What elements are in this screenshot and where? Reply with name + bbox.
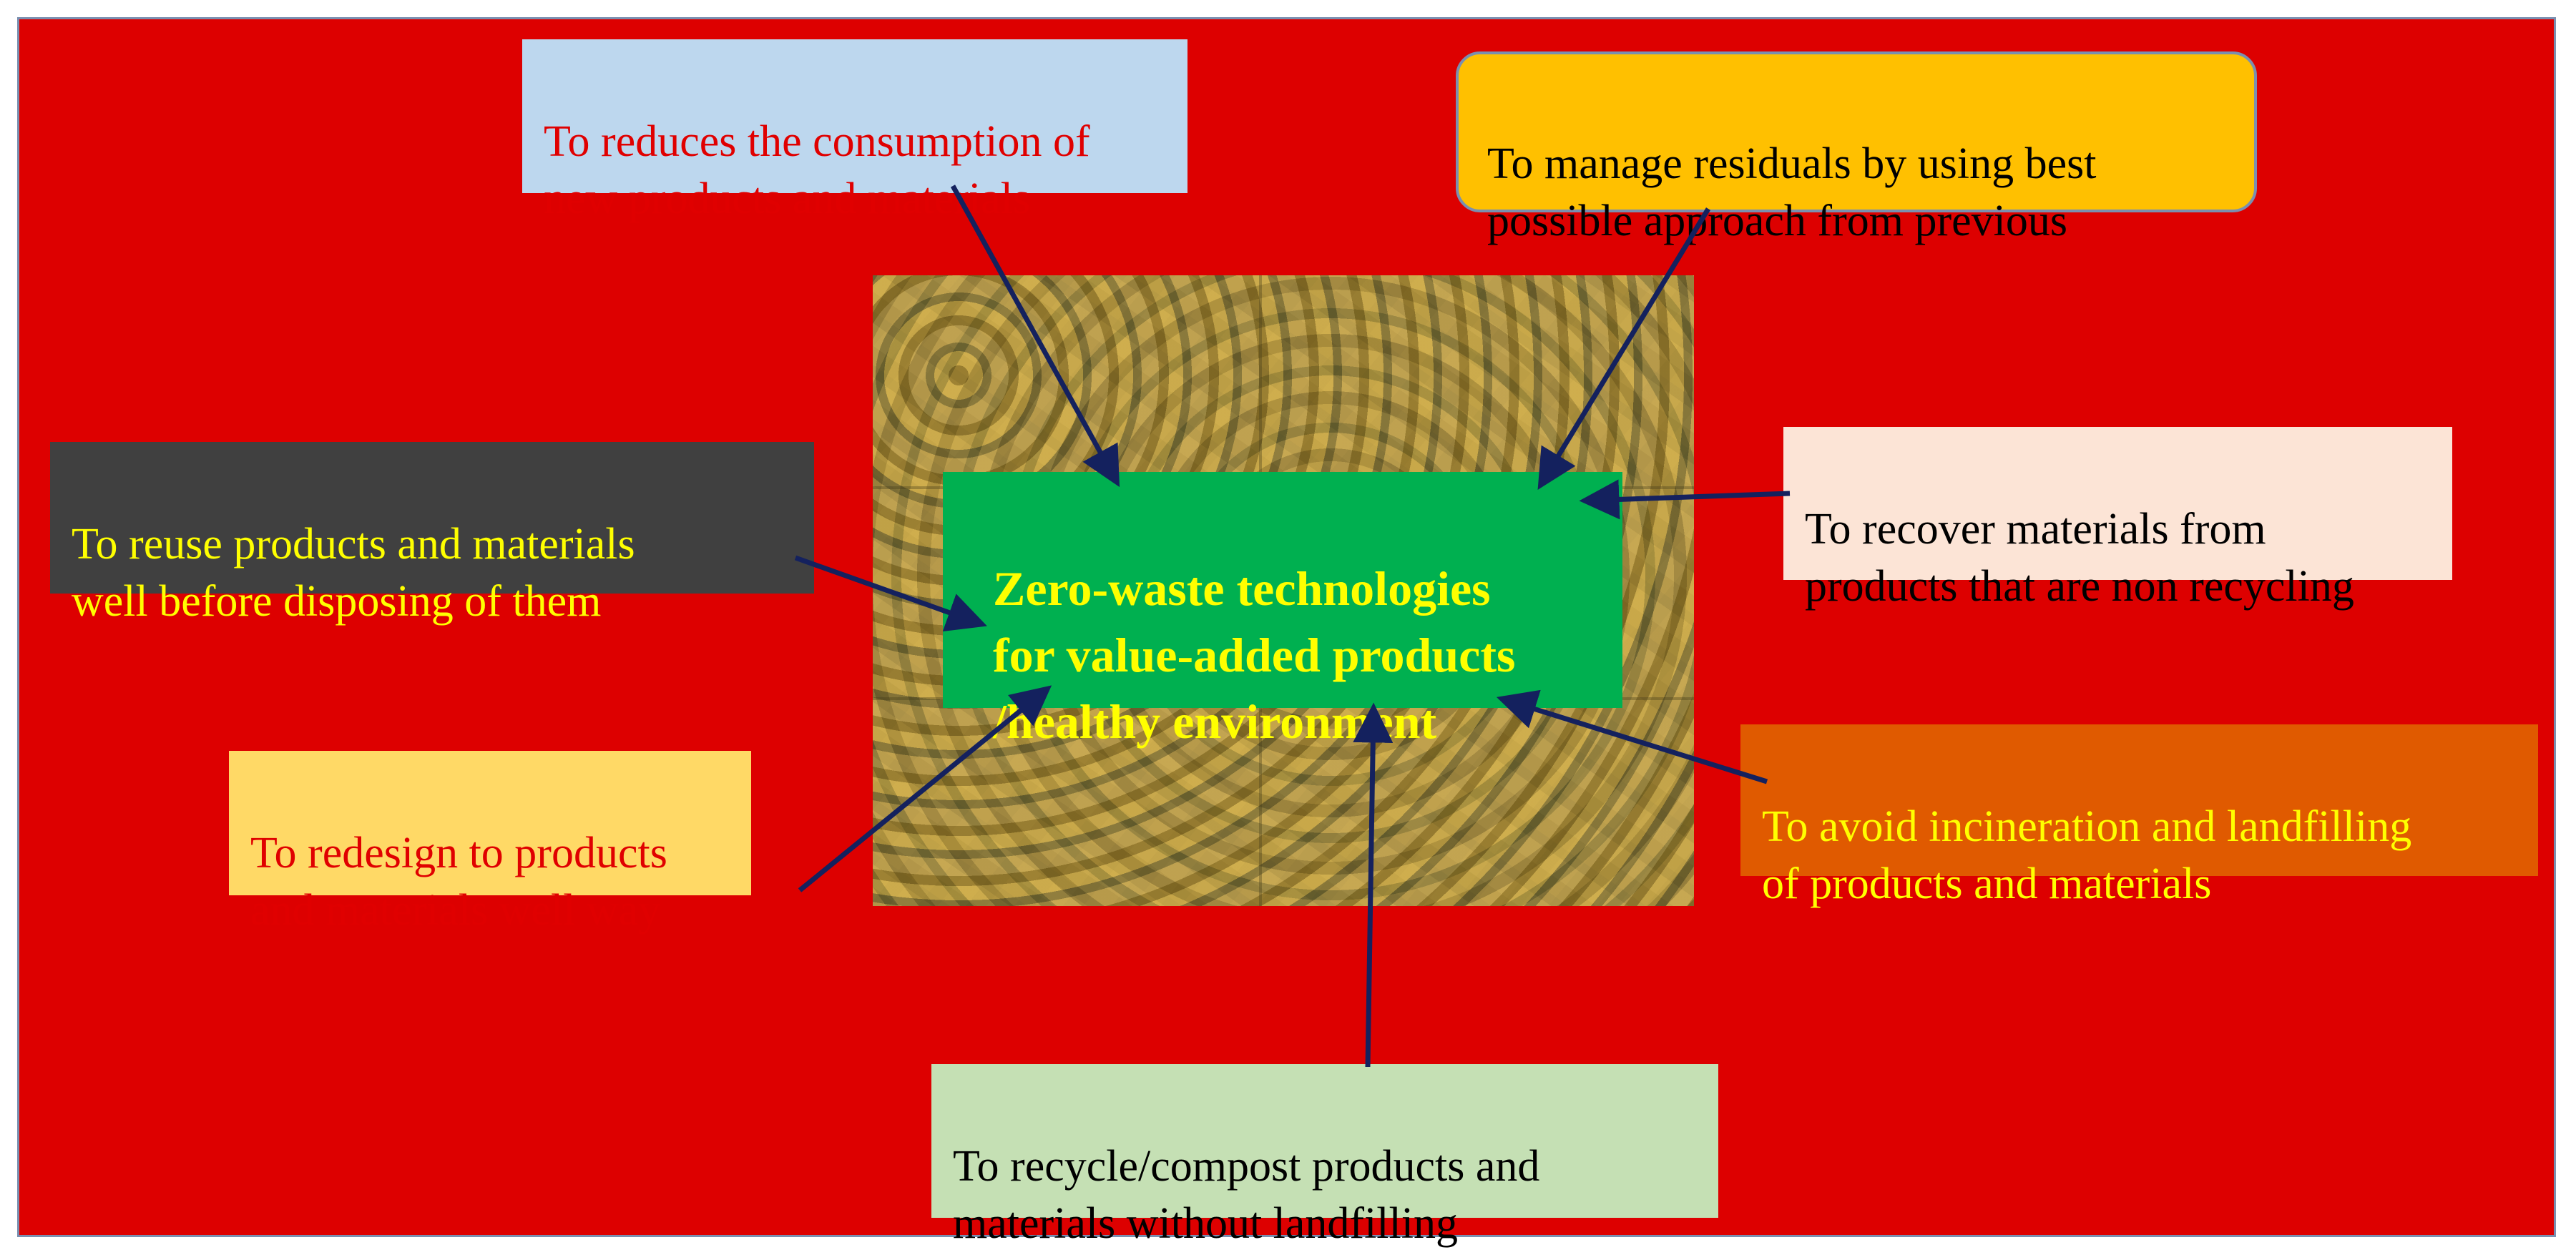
recover-materials-box: To recover materials from products that … [1783,427,2452,611]
reduce-consumption-text: To reduces the consumption of new produc… [544,117,1090,224]
reduce-consumption-box: To reduces the consumption of new produc… [522,39,1187,223]
zero-waste-center-text: Zero-waste technologies for value-added … [993,561,1516,749]
avoid-incineration-text: To avoid incineration and landfilling of… [1762,802,2412,909]
recycle-compost-text: To recycle/compost products and material… [953,1141,1540,1249]
recover-materials-text: To recover materials from products that … [1805,504,2354,611]
redesign-products-text: To redesign to products and materials we… [250,828,667,935]
avoid-incineration-box: To avoid incineration and landfilling of… [1740,724,2538,908]
redesign-products-box: To redesign to products and materials we… [229,751,751,935]
manage-residuals-box: To manage residuals by using best possib… [1456,51,2257,245]
reuse-products-text: To reuse products and materials well bef… [72,519,635,626]
recycle-compost-box: To recycle/compost products and material… [931,1064,1718,1248]
manage-residuals-text: To manage residuals by using best possib… [1487,139,2097,246]
zero-waste-center-box: Zero-waste technologies for value-added … [943,472,1622,749]
reuse-products-box: To reuse products and materials well bef… [50,442,814,626]
